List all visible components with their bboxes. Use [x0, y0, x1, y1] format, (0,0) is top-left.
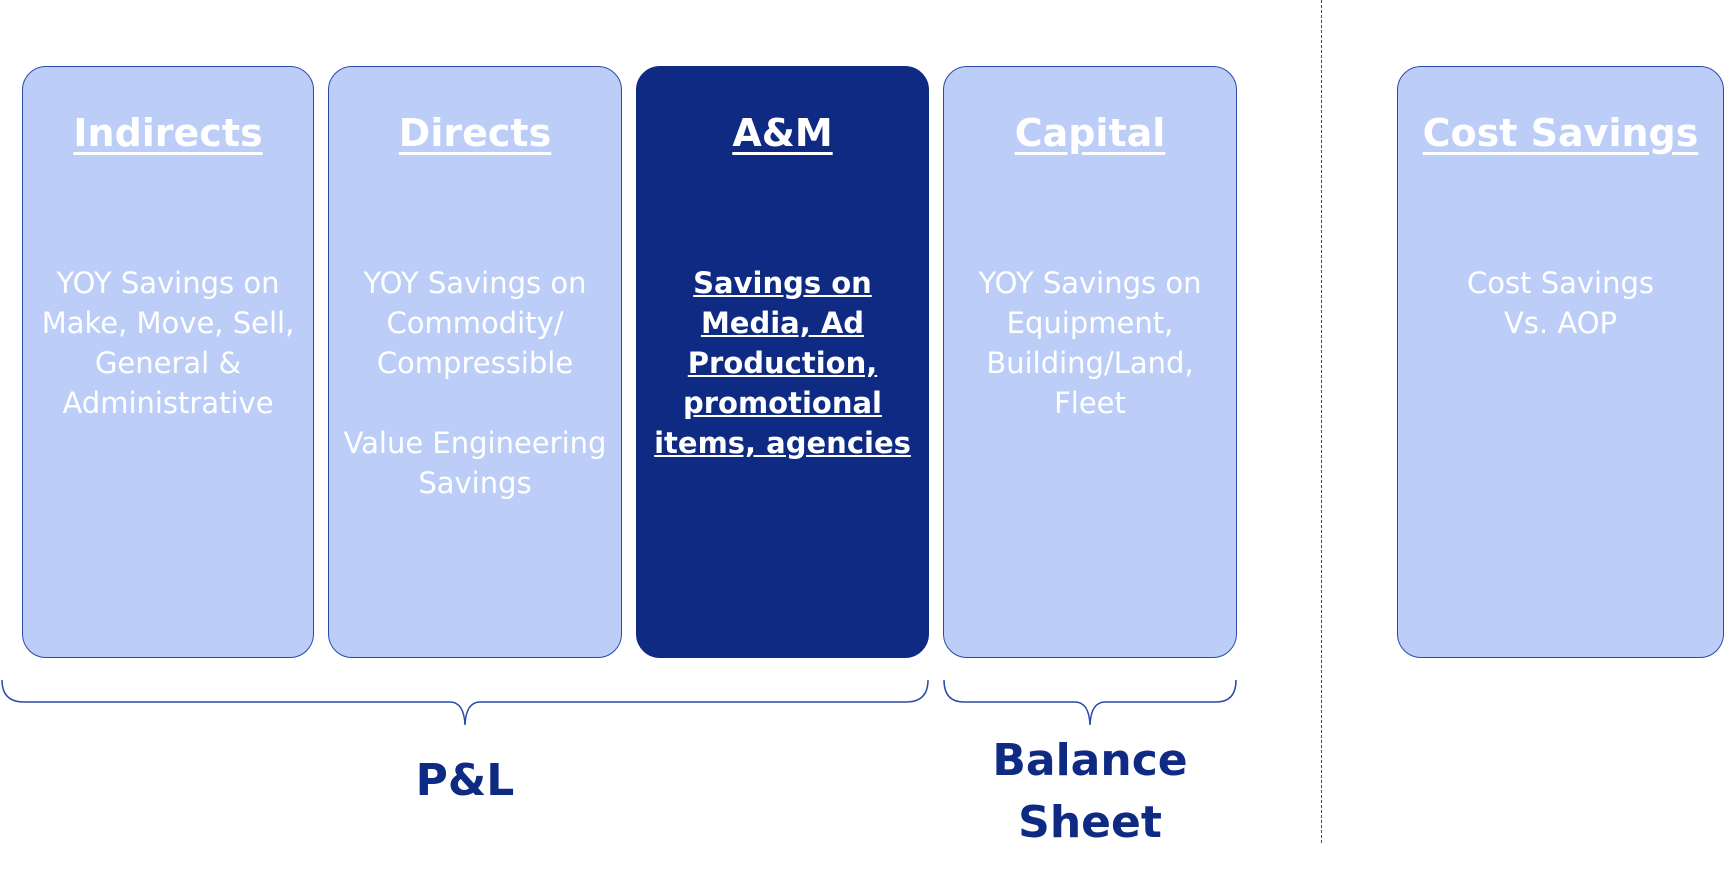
card-am: A&M Savings on Media, Ad Production, pro…	[636, 66, 929, 658]
card-body: Savings on Media, Ad Production, promoti…	[654, 266, 911, 460]
card-body: Cost Savings Vs. AOP	[1467, 266, 1654, 340]
card-title: Cost Savings	[1422, 111, 1699, 155]
divider-line	[1321, 0, 1322, 843]
card-cost-savings: Cost Savings Cost Savings Vs. AOP	[1397, 66, 1724, 658]
card-body: YOY Savings on Commodity/ Compressible V…	[343, 266, 607, 500]
card-title: Indirects	[73, 111, 263, 155]
pl-label: P&L	[415, 755, 515, 806]
card-body: YOY Savings on Equipment, Building/Land,…	[978, 266, 1202, 420]
card-title: Directs	[398, 111, 552, 155]
pl-brace	[1, 679, 929, 726]
balance-sheet-label: Balance Sheet	[992, 735, 1188, 848]
card-capital: Capital YOY Savings on Equipment, Buildi…	[943, 66, 1237, 658]
card-directs: Directs YOY Savings on Commodity/ Compre…	[328, 66, 622, 658]
card-body: YOY Savings on Make, Move, Sell, General…	[41, 266, 295, 420]
card-title: A&M	[732, 111, 833, 155]
card-indirects: Indirects YOY Savings on Make, Move, Sel…	[22, 66, 314, 658]
card-title: Capital	[1014, 111, 1166, 155]
balance-brace	[943, 679, 1237, 726]
